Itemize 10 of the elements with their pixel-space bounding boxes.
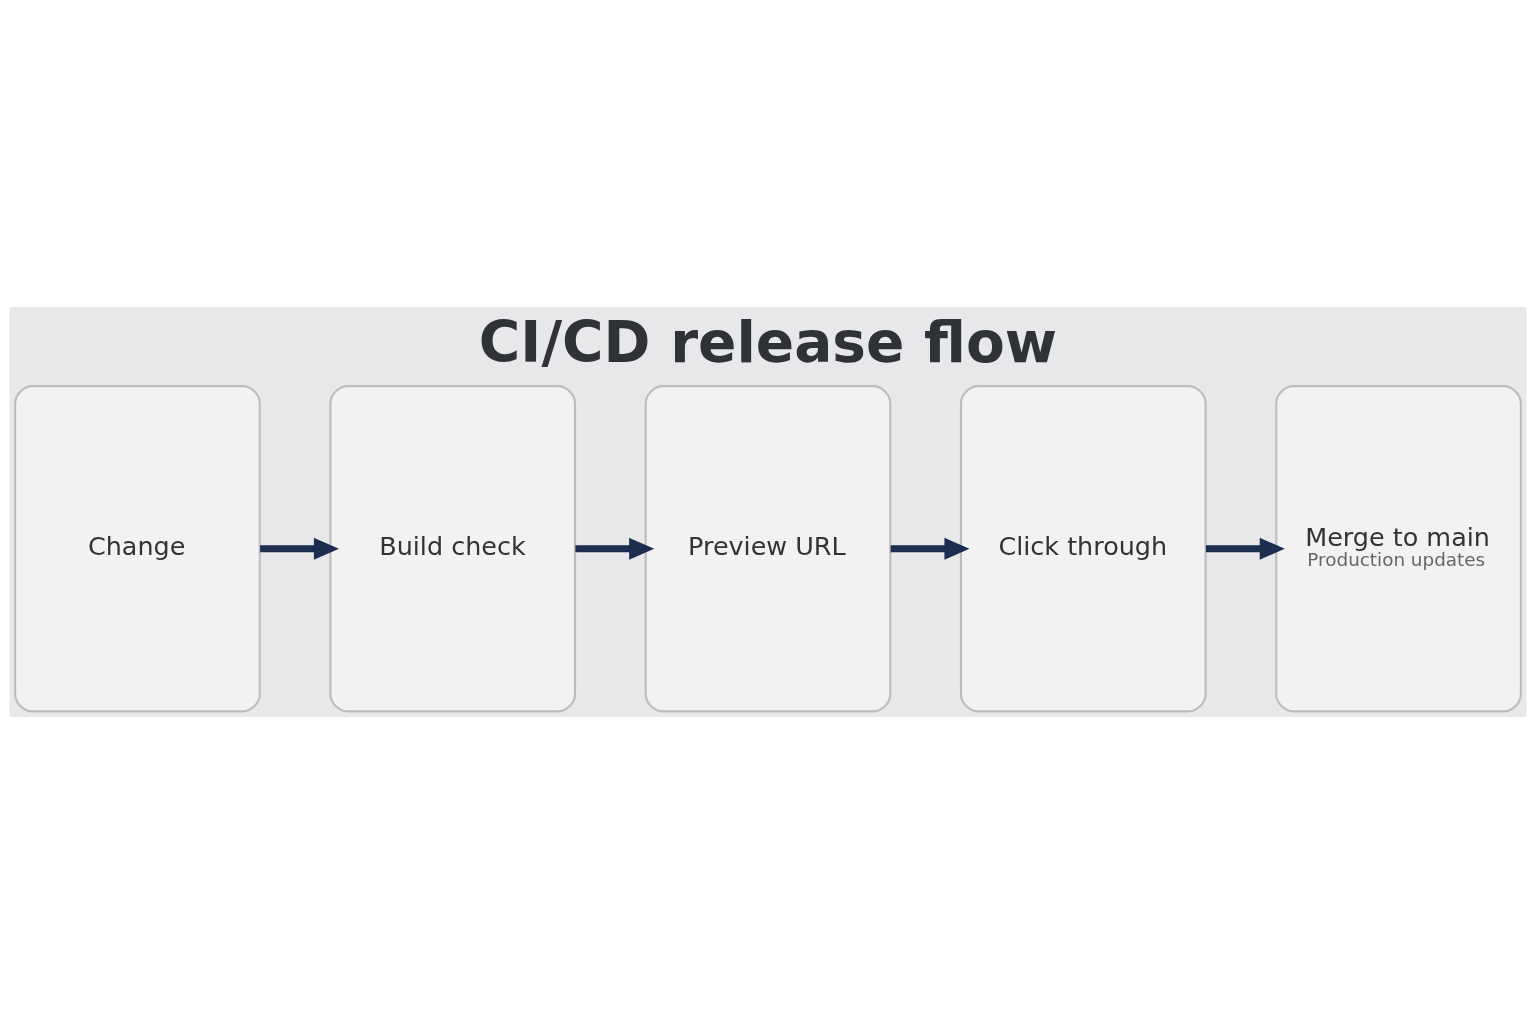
arrow	[890, 537, 970, 560]
node-box: Merge to main Production updates	[1275, 385, 1522, 713]
node-box: Preview URL	[644, 385, 892, 713]
arrow	[575, 537, 655, 560]
diagram-title: CI/CD release flow	[478, 310, 1058, 376]
node-box: Change	[14, 385, 261, 713]
node-box: Build check	[329, 385, 577, 713]
node-box: Click through	[959, 385, 1207, 713]
arrow	[1205, 537, 1285, 560]
arrow	[260, 537, 339, 560]
